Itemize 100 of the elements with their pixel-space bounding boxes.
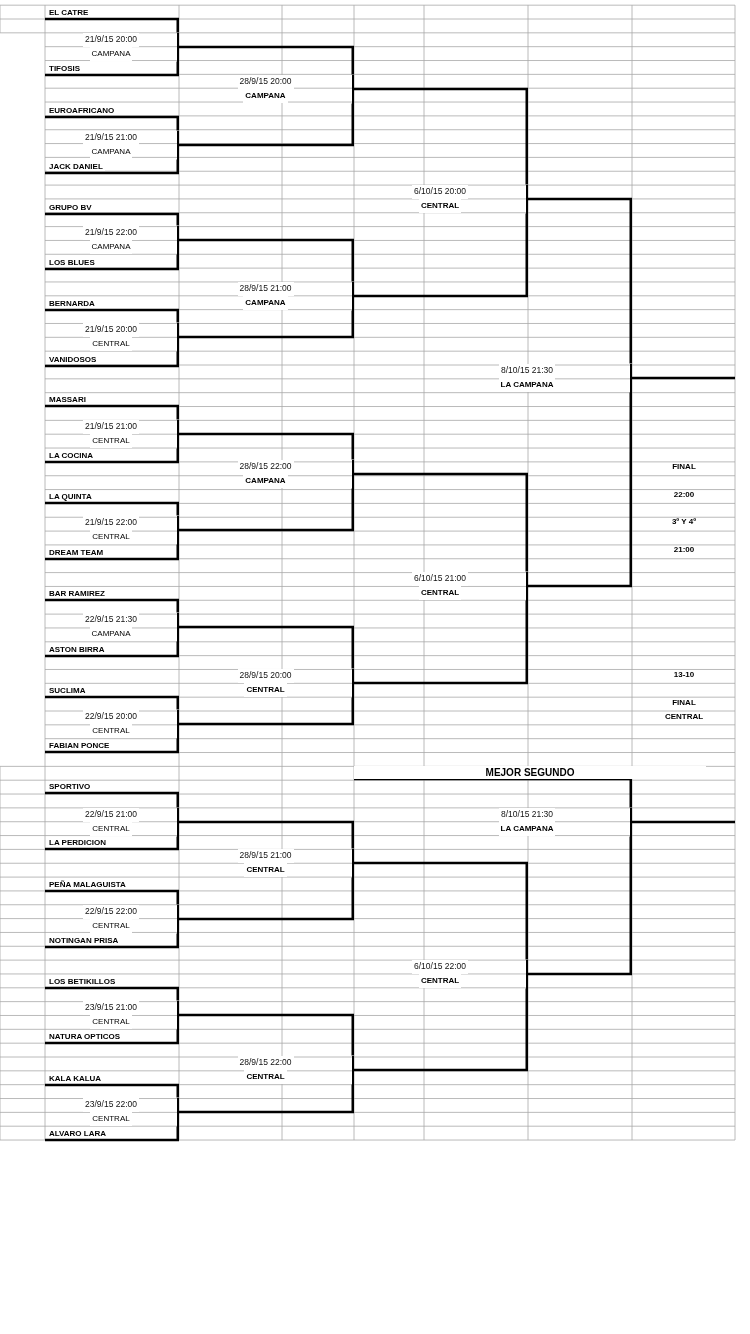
bracket-line — [45, 641, 179, 658]
match-date: 6/10/15 21:00 — [412, 572, 468, 586]
match-venue: CENTRAL — [418, 586, 462, 600]
note-text: FINAL — [671, 461, 697, 473]
team-name: EUROAFRICANO — [47, 106, 117, 115]
note-text: 22:00 — [672, 489, 696, 501]
team-name: LA QUINTA — [47, 492, 94, 501]
bracket-line — [45, 889, 179, 905]
bracket-line — [45, 501, 179, 516]
match-date: 6/10/15 22:00 — [412, 960, 468, 974]
match-venue: CAMPANA — [243, 474, 288, 488]
bracket-line — [45, 17, 179, 33]
bracket-line — [528, 197, 632, 364]
match-venue: CENTRAL — [244, 1070, 287, 1084]
team-name: DREAM TEAM — [47, 548, 106, 557]
bracket-line — [632, 376, 735, 380]
note-text: FINAL — [671, 697, 697, 709]
match-date: 6/10/15 20:00 — [412, 185, 468, 199]
match-venue: CENTRAL — [90, 434, 132, 448]
bracket-line — [45, 738, 179, 754]
team-name: BAR RAMIREZ — [47, 589, 107, 598]
bracket-line — [45, 695, 179, 710]
match-date: 28/9/15 22:00 — [237, 460, 294, 474]
match-date: 23/9/15 22:00 — [83, 1098, 139, 1112]
team-name: JACK DANIEL — [47, 162, 105, 171]
bracket-line — [528, 392, 632, 588]
bracket-line — [45, 254, 179, 271]
bracket-line — [179, 45, 354, 75]
team-name: KALA KALUA — [47, 1074, 104, 1083]
team-name: EL CATRE — [47, 8, 91, 17]
match-venue: CENTRAL — [90, 919, 132, 933]
match-venue: CAMPANA — [243, 89, 288, 103]
match-venue: CENTRAL — [244, 683, 287, 697]
bracket-line — [45, 1083, 179, 1098]
match-venue: CENTRAL — [90, 1015, 132, 1029]
match-date: 28/9/15 20:00 — [237, 75, 294, 89]
bracket-line — [45, 448, 179, 464]
match-date: 28/9/15 21:00 — [237, 849, 294, 863]
bracket-line — [354, 87, 528, 185]
team-name: VANIDOSOS — [47, 355, 99, 364]
match-venue: CENTRAL — [90, 337, 132, 351]
bracket-line — [45, 1029, 179, 1045]
team-name: LOS BETIKILLOS — [47, 977, 118, 986]
bracket-line — [528, 836, 632, 976]
bracket-line — [179, 238, 354, 282]
bracket-line — [45, 933, 179, 949]
match-venue: CAMPANA — [243, 296, 288, 310]
match-venue: CAMPANA — [89, 240, 133, 254]
bracket-line — [632, 820, 735, 824]
match-venue: CENTRAL — [90, 1112, 132, 1126]
bracket-line — [354, 861, 528, 960]
bracket-line — [354, 472, 528, 572]
match-date: 28/9/15 21:00 — [237, 282, 294, 296]
team-name: NOTINGAN PRISA — [47, 936, 121, 945]
match-date: 8/10/15 21:30 — [499, 364, 555, 378]
match-date: 28/9/15 20:00 — [237, 669, 294, 683]
team-name: MEJOR SEGUNDO — [354, 766, 706, 779]
match-date: 21/9/15 21:00 — [83, 131, 139, 145]
match-date: 22/9/15 21:00 — [83, 808, 139, 822]
team-name: LA PERDICION — [47, 838, 109, 847]
match-venue: CAMPANA — [89, 47, 133, 61]
bracket-line — [179, 432, 354, 460]
team-name: BERNARDA — [47, 299, 97, 308]
match-venue: LA CAMPANA — [498, 822, 556, 836]
bracket-line — [45, 308, 179, 323]
match-date: 21/9/15 22:00 — [83, 226, 139, 240]
bracket-line — [179, 877, 354, 921]
bracket-line — [45, 986, 179, 1001]
bracket-line — [45, 598, 179, 613]
bracket-line — [45, 351, 179, 368]
bracket-line — [45, 404, 179, 420]
bracket-line — [45, 544, 179, 561]
team-name: ALVARO LARA — [47, 1129, 109, 1138]
team-name: LA COCINA — [47, 451, 96, 460]
team-name: SUCLIMA — [47, 686, 88, 695]
team-name: FABIAN PONCE — [47, 741, 112, 750]
bracket-line — [45, 212, 179, 226]
note-text: CENTRAL — [663, 711, 705, 723]
bracket-line — [45, 115, 179, 131]
match-venue: CENTRAL — [418, 199, 462, 213]
bracket-line — [179, 488, 354, 532]
note-text: 3º Y 4º — [670, 516, 698, 528]
note-text: 21:00 — [672, 544, 696, 556]
team-name: LOS BLUES — [47, 258, 97, 267]
match-date: 22/9/15 22:00 — [83, 905, 139, 919]
bracket-line — [354, 988, 528, 1072]
bracket-line — [45, 791, 179, 808]
bracket-line — [45, 1126, 179, 1142]
bracket-line — [45, 836, 179, 851]
bracket-line — [354, 213, 528, 298]
match-date: 21/9/15 20:00 — [83, 33, 139, 47]
bracket-line — [179, 625, 354, 669]
team-name: ASTON BIRRA — [47, 645, 107, 654]
bracket-line — [45, 159, 179, 175]
bracket-line — [179, 820, 354, 849]
team-name: SPORTIVO — [47, 782, 93, 791]
bracket-line — [179, 1013, 354, 1056]
team-name: MASSARI — [47, 395, 88, 404]
bracket-line — [354, 600, 528, 685]
match-date: 21/9/15 21:00 — [83, 420, 139, 434]
